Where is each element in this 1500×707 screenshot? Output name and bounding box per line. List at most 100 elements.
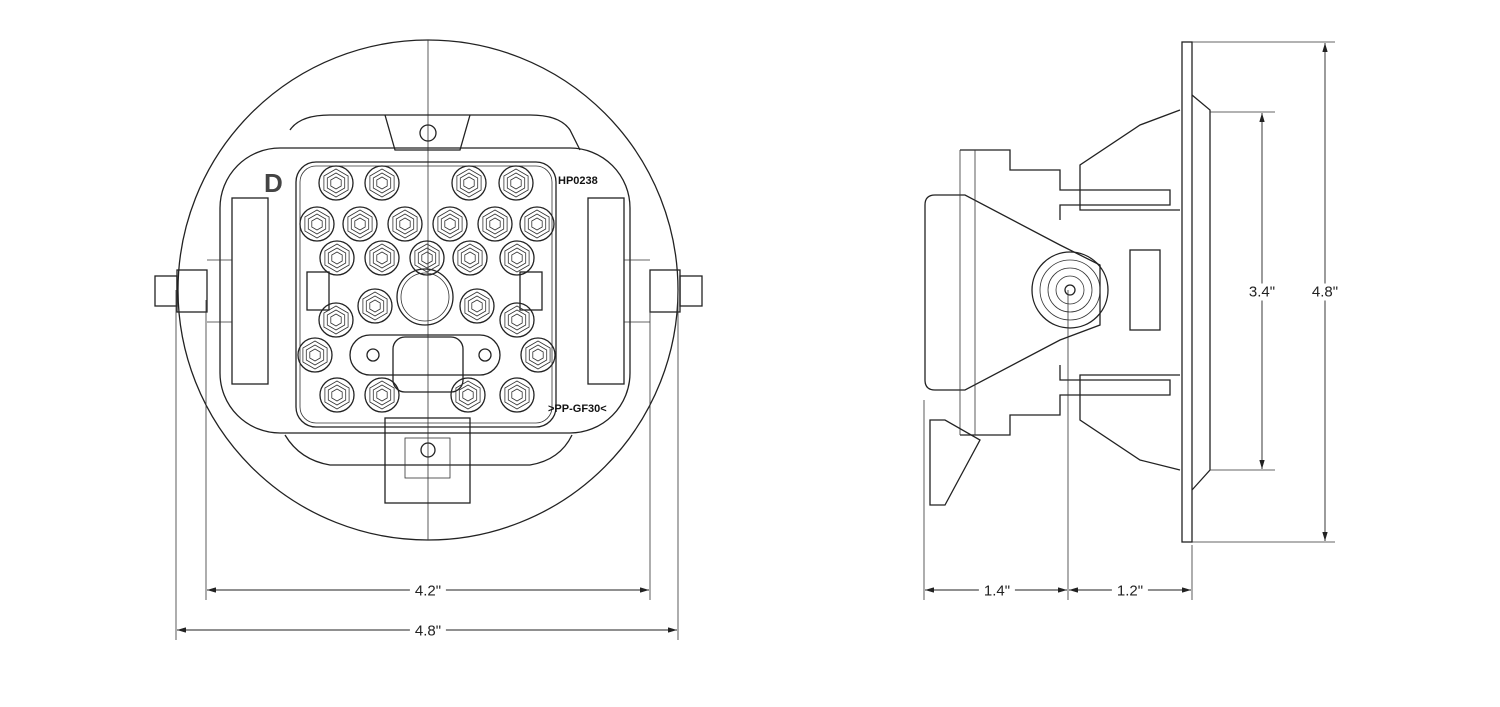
dim-outer-height: 4.8" bbox=[1306, 283, 1344, 301]
material-mark-label: >PP-GF30< bbox=[548, 403, 607, 415]
led-lens-facet bbox=[304, 209, 330, 239]
led-lens-facet bbox=[464, 291, 490, 321]
led-lens-facet bbox=[326, 172, 346, 194]
led-lens-facet bbox=[437, 209, 463, 239]
led-lens bbox=[477, 206, 513, 242]
led-lens-facet bbox=[376, 251, 388, 265]
led-lens-facet bbox=[323, 168, 349, 198]
part-number-label: HP0238 bbox=[558, 175, 598, 187]
led-lens-facet bbox=[471, 299, 483, 313]
led-lens-facet bbox=[511, 251, 523, 265]
led-lens-facet bbox=[302, 340, 328, 370]
led-lens-facet bbox=[392, 209, 418, 239]
led-lens bbox=[450, 377, 486, 413]
led-lens-facet bbox=[440, 213, 460, 235]
led-lens-facet bbox=[459, 172, 479, 194]
led-lens-facet bbox=[532, 348, 544, 362]
pivot-knob bbox=[1031, 251, 1109, 329]
led-lens-facet bbox=[421, 251, 433, 265]
led-lens-facet bbox=[369, 299, 381, 313]
led-lens-facet bbox=[506, 172, 526, 194]
brand-logo: D bbox=[264, 168, 283, 198]
led-lens bbox=[499, 240, 535, 276]
led-lens bbox=[499, 377, 535, 413]
led-lens-facet bbox=[330, 313, 342, 327]
dim-inner-width: 4.2" bbox=[409, 582, 447, 600]
led-lens-facet bbox=[463, 176, 475, 190]
led-lens bbox=[452, 240, 488, 276]
led-lens-facet bbox=[309, 348, 321, 362]
led-lens-facet bbox=[372, 384, 392, 406]
led-lens-facet bbox=[399, 217, 411, 231]
led-lens bbox=[318, 302, 354, 338]
led-lens-facet bbox=[305, 344, 325, 366]
led-lens-facet bbox=[376, 176, 388, 190]
led-lens bbox=[357, 288, 393, 324]
led-lens-facet bbox=[347, 209, 373, 239]
led-lens-facet bbox=[372, 172, 392, 194]
bottom-mount-tab bbox=[384, 417, 471, 504]
led-lens bbox=[499, 302, 535, 338]
led-lens-facet bbox=[528, 344, 548, 366]
led-lens-facet bbox=[330, 176, 342, 190]
dim-inner-height: 3.4" bbox=[1243, 283, 1281, 301]
dim-depth-front: 1.4" bbox=[978, 582, 1016, 600]
led-lens-facet bbox=[507, 309, 527, 331]
led-lens-facet bbox=[458, 384, 478, 406]
led-lens-facet bbox=[460, 247, 480, 269]
led-lens-facet bbox=[455, 380, 481, 410]
led-lens-facet bbox=[417, 247, 437, 269]
led-lens-facet bbox=[456, 168, 482, 198]
led-lens bbox=[451, 165, 487, 201]
led-lens-facet bbox=[372, 247, 392, 269]
led-lens-facet bbox=[369, 243, 395, 273]
led-lens bbox=[299, 206, 335, 242]
led-lens-facet bbox=[504, 305, 530, 335]
led-lens-facet bbox=[307, 213, 327, 235]
led-lens-facet bbox=[507, 384, 527, 406]
led-board bbox=[295, 161, 557, 428]
led-lens bbox=[409, 240, 445, 276]
led-lens-facet bbox=[489, 217, 501, 231]
right-bracket bbox=[587, 197, 625, 385]
led-lens-facet bbox=[324, 243, 350, 273]
led-lens-facet bbox=[467, 295, 487, 317]
led-lens-facet bbox=[331, 388, 343, 402]
led-lens-facet bbox=[327, 247, 347, 269]
led-lens-facet bbox=[324, 380, 350, 410]
dim-outer-width: 4.8" bbox=[409, 622, 447, 640]
led-lens bbox=[319, 240, 355, 276]
led-lens bbox=[319, 377, 355, 413]
mounting-bezel bbox=[219, 147, 631, 434]
mounting-flange bbox=[1181, 41, 1193, 543]
led-lens-facet bbox=[327, 384, 347, 406]
led-lens-facet bbox=[362, 291, 388, 321]
led-lens bbox=[498, 165, 534, 201]
led-lens-facet bbox=[507, 247, 527, 269]
led-lens-facet bbox=[311, 217, 323, 231]
led-lens-facet bbox=[395, 213, 415, 235]
led-lens-facet bbox=[510, 176, 522, 190]
led-lens-facet bbox=[350, 213, 370, 235]
led-lens-facet bbox=[503, 168, 529, 198]
led-lens bbox=[459, 288, 495, 324]
led-lens-facet bbox=[485, 213, 505, 235]
led-lens-facet bbox=[326, 309, 346, 331]
led-lens-facet bbox=[524, 209, 550, 239]
led-lens-facet bbox=[457, 243, 483, 273]
led-lens-facet bbox=[531, 217, 543, 231]
led-lens bbox=[432, 206, 468, 242]
led-lens-facet bbox=[511, 313, 523, 327]
led-lens-facet bbox=[376, 388, 388, 402]
led-lens-facet bbox=[331, 251, 343, 265]
led-lens-facet bbox=[504, 380, 530, 410]
led-lens-facet bbox=[462, 388, 474, 402]
led-lens-facet bbox=[527, 213, 547, 235]
left-bracket bbox=[231, 197, 269, 385]
led-lens-facet bbox=[323, 305, 349, 335]
led-lens-facet bbox=[504, 243, 530, 273]
led-lens-facet bbox=[354, 217, 366, 231]
led-lens bbox=[364, 377, 400, 413]
led-lens-facet bbox=[482, 209, 508, 239]
